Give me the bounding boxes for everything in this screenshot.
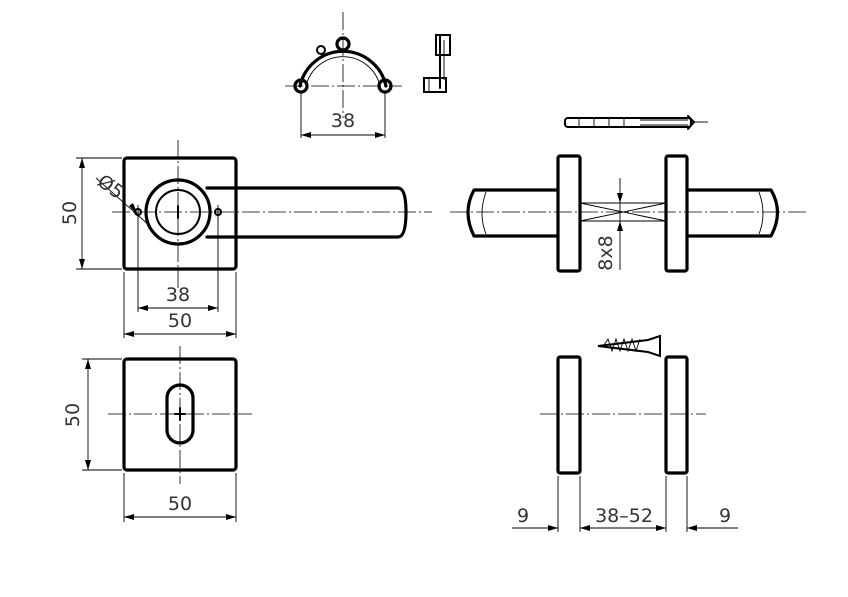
dim-handle-height: 50	[59, 201, 81, 225]
handle-front-view: Ø5 50 38 50	[59, 140, 432, 338]
escutcheon-front-view: 50 50	[62, 346, 252, 522]
wall-anchor-part	[564, 115, 708, 130]
dim-rosette-hole-spacing: 38	[331, 110, 355, 132]
dim-rose-thickness-right: 9	[719, 505, 731, 527]
spring-clip-part	[423, 34, 451, 93]
dim-handle-spacing: 38	[166, 284, 190, 306]
dim-door-thickness-range: 38–52	[595, 505, 653, 527]
dim-square-spindle: 8x8	[595, 235, 617, 270]
roses-side-view: 9 38–52 9	[512, 355, 738, 532]
wood-screw-part	[597, 334, 661, 358]
dim-escutcheon-height: 50	[62, 403, 84, 427]
dim-handle-width: 50	[168, 310, 192, 332]
dim-rose-thickness-left: 9	[517, 505, 529, 527]
handle-side-view: 8x8	[450, 154, 808, 273]
dim-escutcheon-width: 50	[168, 493, 192, 515]
mounting-plate-detail: 38	[285, 12, 402, 138]
